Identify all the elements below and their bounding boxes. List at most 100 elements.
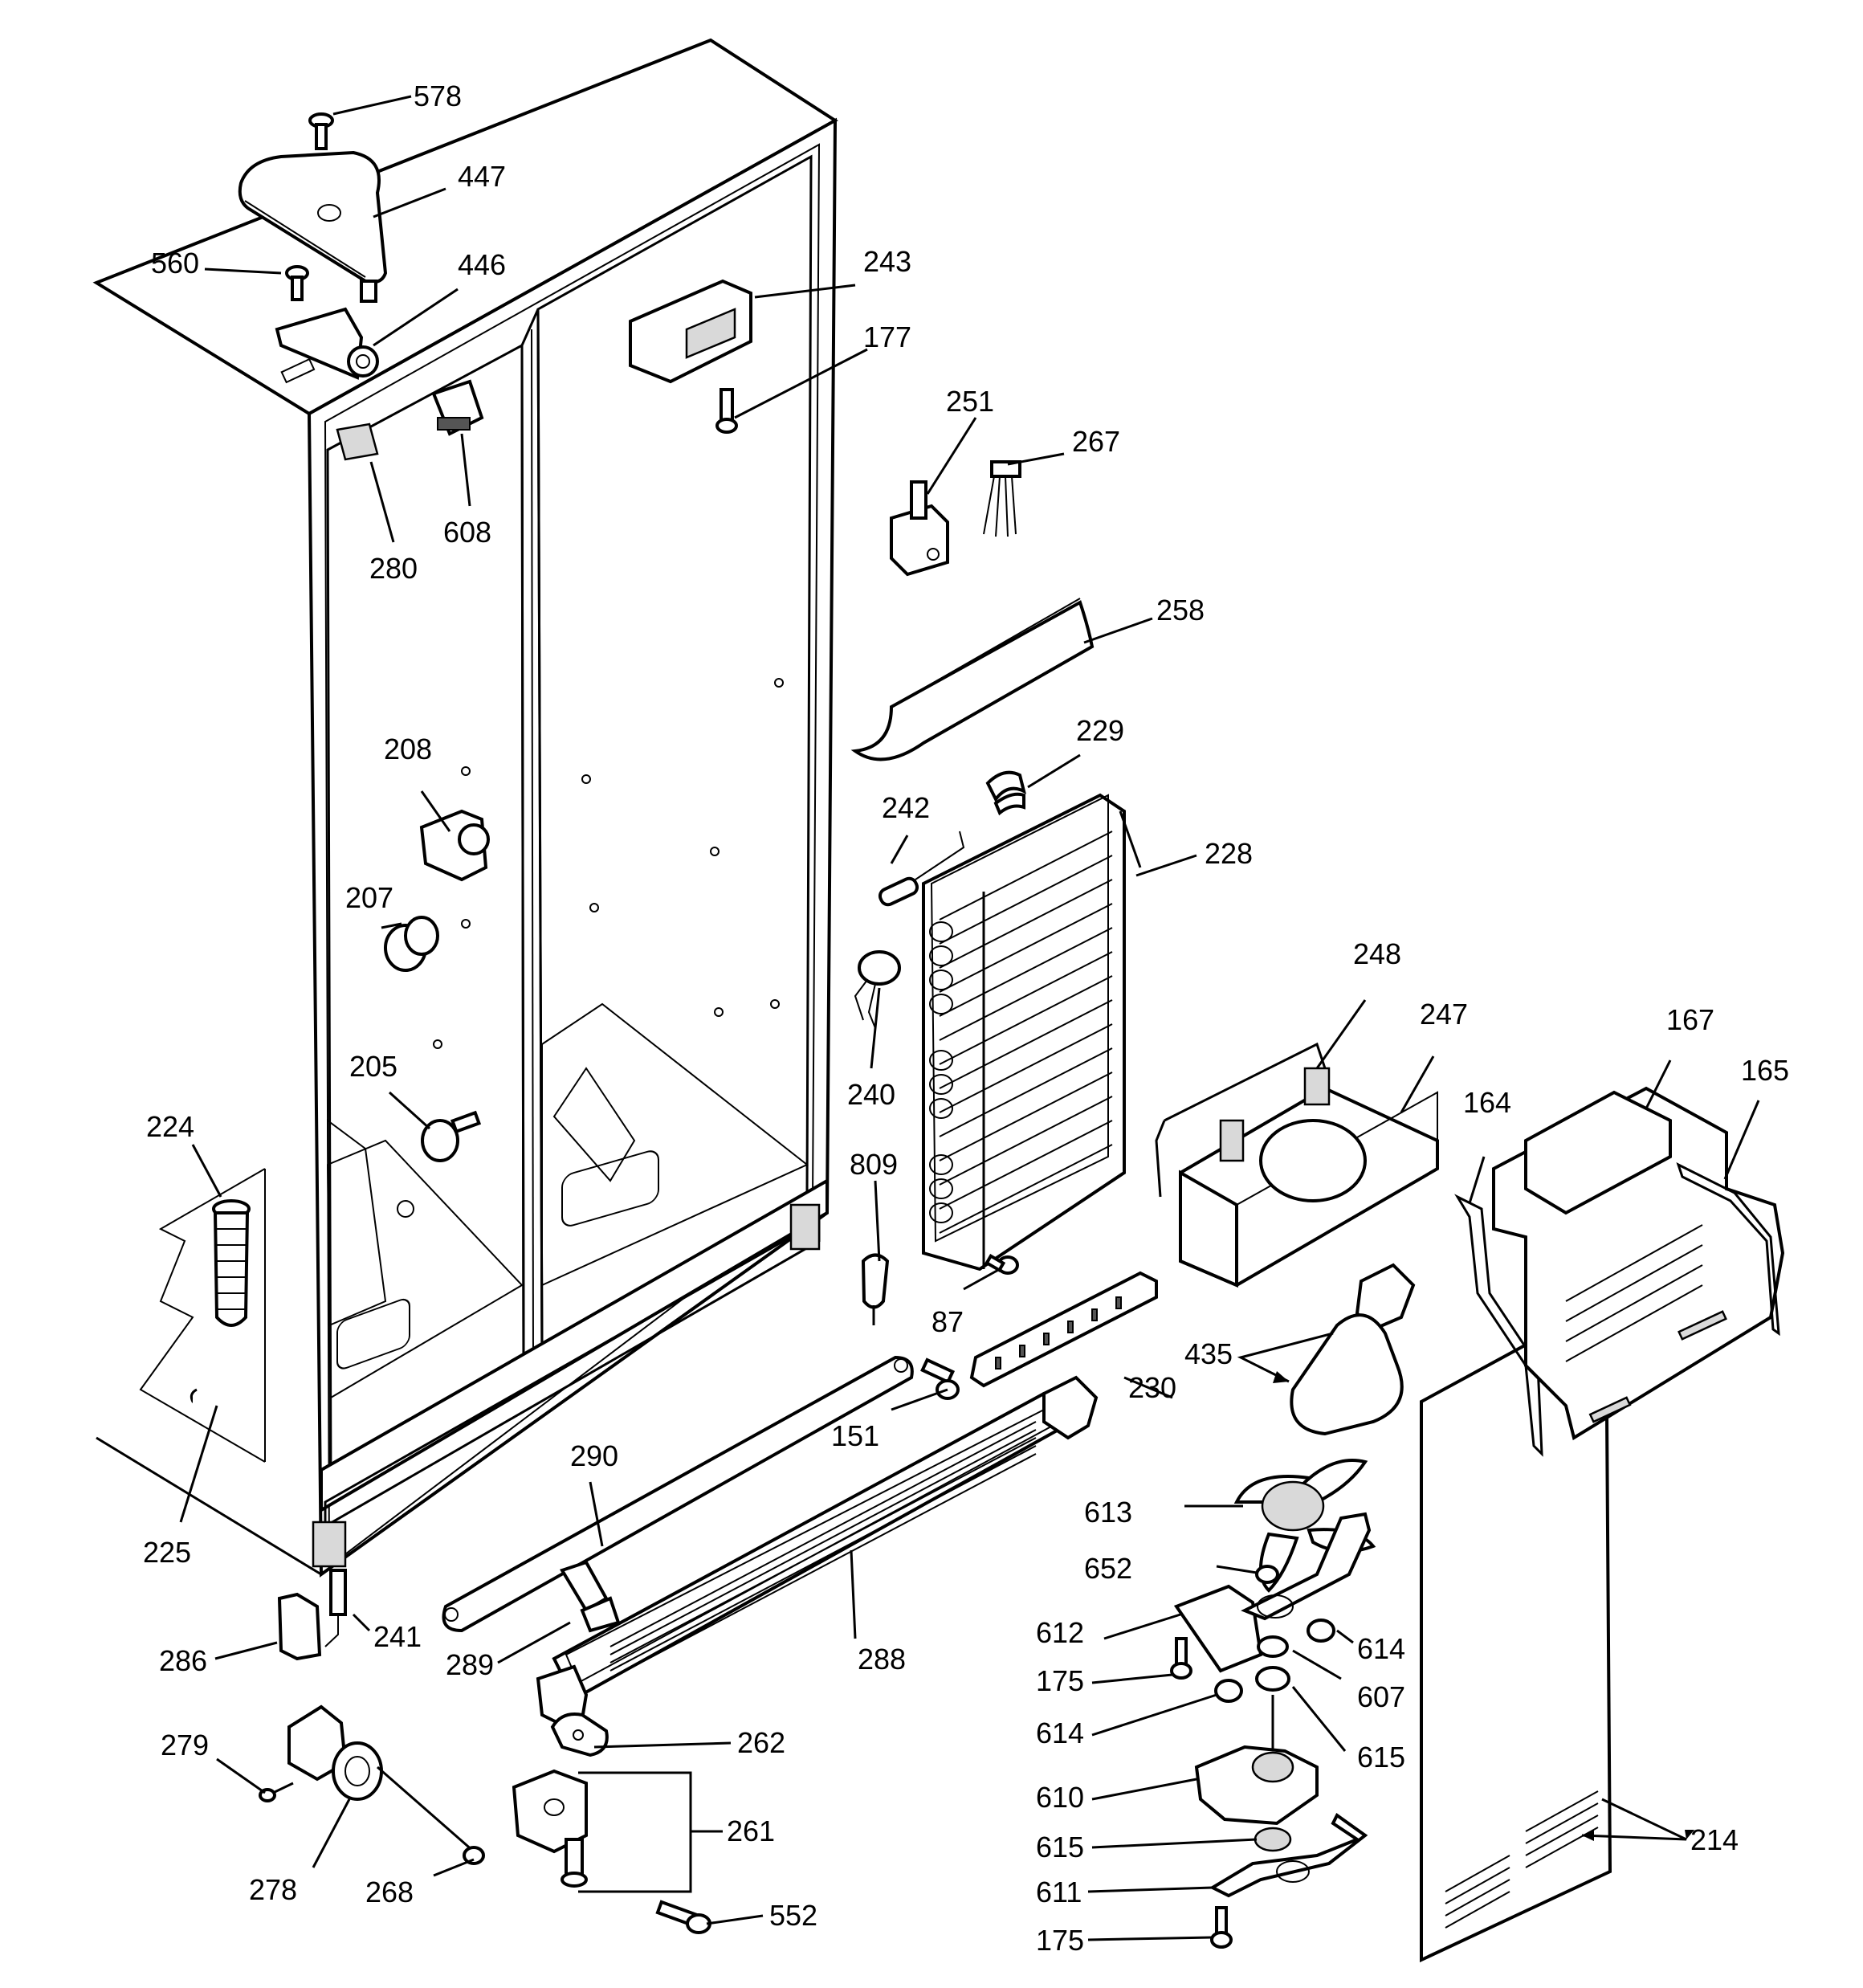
part-label-278: 278 [249, 1873, 297, 1906]
part-label-205: 205 [349, 1050, 397, 1083]
part-label-552: 552 [769, 1899, 817, 1932]
part-label-608: 608 [443, 516, 491, 549]
channel-165 [1676, 1162, 1780, 1337]
part-label-268: 268 [365, 1876, 414, 1908]
washer-615-lower [1254, 1827, 1292, 1852]
cover-167 [1492, 1086, 1785, 1441]
part-label-241: 241 [373, 1620, 422, 1653]
hinge-446 [275, 307, 379, 380]
clip-809 [861, 1253, 890, 1325]
cam-262 [550, 1712, 609, 1757]
part-label-560: 560 [151, 247, 199, 280]
button-205 [421, 1110, 482, 1162]
evaporator-area [442, 460, 1158, 1729]
grommet-614-right [1307, 1619, 1335, 1643]
leader-lines [179, 95, 1760, 1941]
switch-208 [419, 809, 490, 882]
part-label-258: 258 [1156, 594, 1205, 627]
wire-harness-267 [983, 460, 1021, 537]
part-label-230: 230 [1128, 1371, 1176, 1404]
light-housing-247 [1179, 1067, 1439, 1288]
roller-bracket-area [512, 1712, 711, 1934]
rear-panels [1420, 1086, 1785, 1963]
top-hinge-assembly [238, 112, 388, 380]
part-label-614-left: 614 [1036, 1717, 1084, 1749]
roller-278 [287, 1704, 383, 1801]
part-label-177: 177 [863, 320, 911, 353]
hinge-cover-447 [238, 150, 388, 303]
part-label-612: 612 [1036, 1616, 1084, 1649]
part-label-279: 279 [161, 1729, 209, 1761]
drain-tube-290 [442, 1355, 914, 1633]
axle-268 [377, 1766, 485, 1865]
part-label-165: 165 [1741, 1054, 1789, 1087]
liner-parts [384, 279, 752, 1162]
fan-motor-assembly [1170, 1459, 1376, 1949]
part-label-229: 229 [1076, 714, 1124, 747]
part-label-446: 446 [458, 248, 506, 281]
thermostat-240 [854, 950, 901, 1029]
part-label-288: 288 [858, 1643, 906, 1676]
clip-229 [985, 770, 1026, 816]
screw-87 [984, 1253, 1019, 1275]
part-label-207: 207 [345, 881, 393, 914]
drain-trap-224 [212, 1199, 251, 1327]
part-label-289: 289 [446, 1648, 494, 1681]
part-label-267: 267 [1072, 425, 1120, 458]
part-label-611: 611 [1036, 1876, 1082, 1908]
part-label-615-lower: 615 [1036, 1831, 1084, 1863]
fan-motor-610 [1194, 1695, 1319, 1826]
fuse-242 [878, 831, 965, 907]
grommet-607 [1257, 1635, 1289, 1658]
part-label-151: 151 [831, 1419, 879, 1452]
washer-615-upper [1255, 1666, 1290, 1692]
part-label-607: 607 [1357, 1680, 1405, 1713]
part-label-240: 240 [847, 1078, 895, 1111]
part-label-242: 242 [882, 791, 930, 824]
screw-177 [715, 388, 738, 434]
part-label-175-lower: 175 [1036, 1924, 1084, 1957]
screw-175-lower [1210, 1906, 1233, 1949]
clip-286 [277, 1592, 322, 1661]
part-label-175-upper: 175 [1036, 1664, 1084, 1697]
screw-175-upper [1170, 1637, 1192, 1680]
part-label-447: 447 [458, 160, 506, 193]
drain-assembly [139, 1168, 266, 1463]
clip-289 [560, 1560, 621, 1633]
evaporator-228 [922, 793, 1142, 1272]
light-bulb-435 [1290, 1263, 1416, 1436]
part-label-164: 164 [1463, 1086, 1511, 1119]
part-label-578: 578 [414, 80, 462, 112]
part-label-280: 280 [369, 552, 418, 585]
screw-560 [285, 265, 309, 301]
part-label-214: 214 [1690, 1823, 1739, 1856]
screw-552 [655, 1900, 711, 1934]
part-label-87: 87 [932, 1305, 964, 1338]
part-label-224: 224 [146, 1110, 194, 1143]
part-labels: 578 447 560 446 243 177 251 267 608 280 … [143, 80, 1789, 1957]
part-label-261: 261 [727, 1815, 775, 1847]
grommet-614-left [1214, 1679, 1243, 1703]
bracket-611 [1209, 1813, 1368, 1898]
refrigerator-cabinet [92, 38, 838, 1578]
part-label-167: 167 [1666, 1003, 1714, 1036]
part-label-809: 809 [850, 1148, 898, 1181]
bracket-612 [1173, 1512, 1372, 1673]
leader-arrowheads [1273, 1371, 1694, 1841]
part-label-290: 290 [570, 1439, 618, 1472]
part-label-208: 208 [384, 733, 432, 765]
light-housing-243 [629, 279, 752, 384]
part-label-251: 251 [946, 385, 994, 418]
button-207 [384, 916, 439, 972]
grille-288 [536, 1375, 1099, 1729]
pin-241 [324, 1569, 347, 1647]
part-label-248: 248 [1353, 937, 1401, 970]
evaporator-shield-258 [850, 598, 1095, 761]
screw-578 [308, 112, 334, 150]
part-label-613: 613 [1084, 1496, 1132, 1529]
channel-164 [1454, 1194, 1543, 1457]
part-label-610: 610 [1036, 1781, 1084, 1814]
part-label-247: 247 [1420, 998, 1468, 1031]
heater-bracket-230 [969, 1271, 1158, 1388]
